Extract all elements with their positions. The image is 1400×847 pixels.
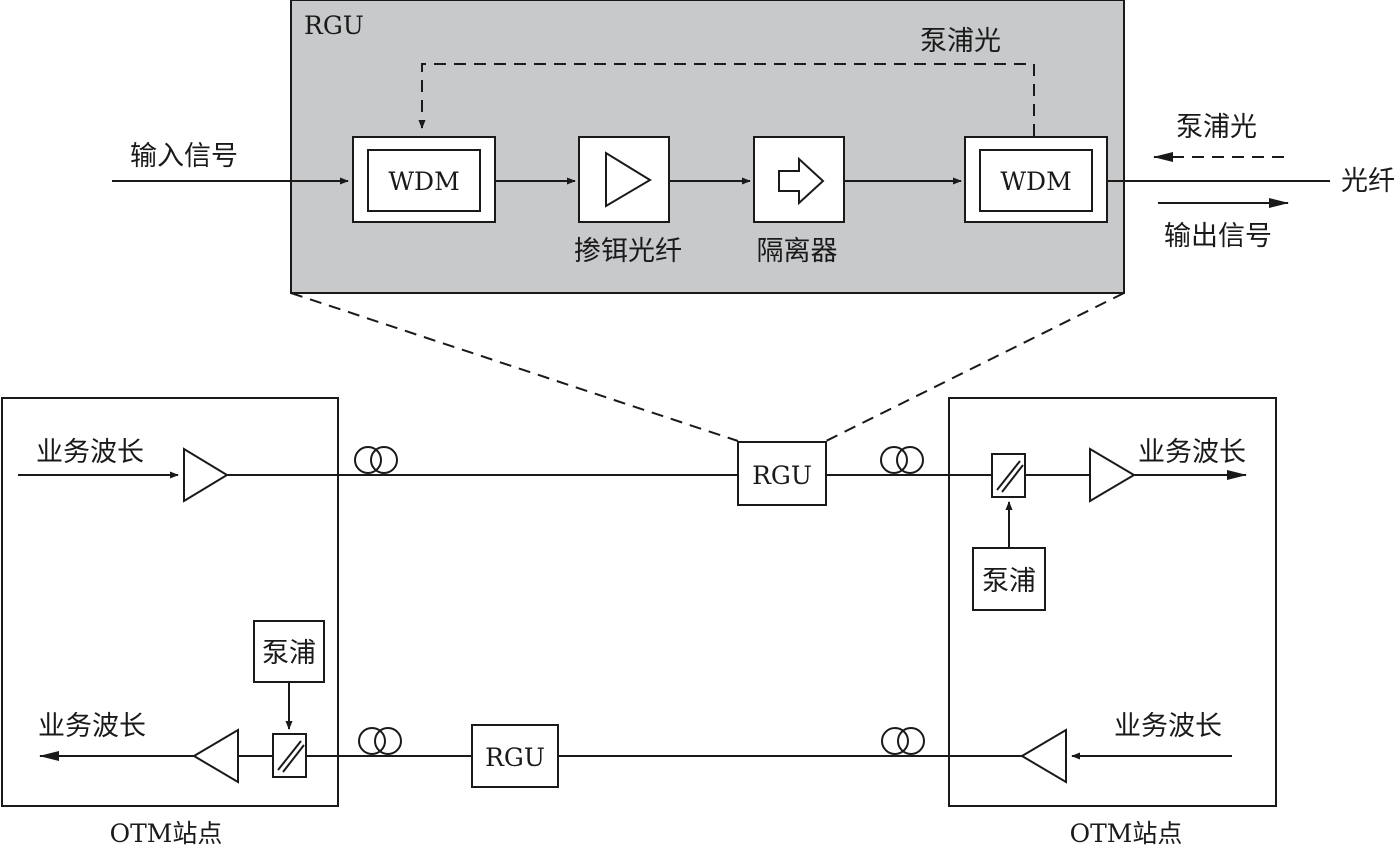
fiber-coil-icon <box>358 727 402 755</box>
fiber-coil-icon <box>354 446 398 474</box>
output-signal-label: 输出信号 <box>1164 221 1272 252</box>
wdm-right-label: WDM <box>1000 167 1071 196</box>
left-coupler-icon <box>272 733 307 778</box>
rgu-lower-label: RGU <box>485 743 545 772</box>
wdm-left-block: WDM <box>352 136 496 223</box>
rgu-panel-title: RGU <box>304 11 364 40</box>
isolator-arrow-icon <box>778 156 825 206</box>
rgu-detail-panel: RGU 泵浦光 输入信号 WDM 掺铒光纤 隔离器 <box>112 0 1395 294</box>
ext-pump-light-label: 泵浦光 <box>1176 112 1257 143</box>
right-service-wavelength-in-label: 业务波长 <box>1114 711 1222 742</box>
rgu-upper-box <box>737 441 827 506</box>
right-pump-label: 泵浦 <box>982 566 1036 597</box>
rgu-upper-label: RGU <box>752 461 812 490</box>
pump-light-label: 泵浦光 <box>920 26 1001 57</box>
input-signal-label: 输入信号 <box>130 141 238 172</box>
left-station-label: OTM站点 <box>110 819 223 847</box>
erbium-fiber-label: 掺铒光纤 <box>574 236 682 267</box>
erbium-fiber-block <box>578 136 670 223</box>
fiber-label: 光纤 <box>1341 166 1395 197</box>
right-service-wavelength-out-label: 业务波长 <box>1138 437 1246 468</box>
right-coupler-icon <box>991 453 1026 498</box>
right-pump-box <box>972 547 1046 611</box>
left-amplifier-icon <box>183 447 229 503</box>
right-station-label: OTM站点 <box>1070 819 1183 847</box>
left-service-wavelength-in-label: 业务波长 <box>36 437 144 468</box>
rgu-lower-box <box>471 724 559 788</box>
fiber-coil-icon <box>880 446 924 474</box>
zoom-line-left <box>290 292 739 442</box>
zoom-line-right <box>825 292 1125 442</box>
left-pump-label: 泵浦 <box>262 638 316 669</box>
wdm-right-block: WDM <box>964 136 1108 223</box>
wdm-left-label: WDM <box>388 167 459 196</box>
left-service-wavelength-out-label: 业务波长 <box>38 711 146 742</box>
isolator-label: 隔离器 <box>757 236 838 267</box>
isolator-block <box>753 136 845 223</box>
right-lower-amplifier-icon <box>1020 728 1067 784</box>
right-amplifier-icon <box>1089 447 1136 503</box>
fiber-coil-icon <box>881 727 925 755</box>
amplifier-triangle-icon <box>605 151 652 208</box>
left-lower-amplifier-icon <box>192 728 239 784</box>
left-pump-box <box>253 620 325 683</box>
right-otm-station: 业务波长 泵浦 业务波长 <box>948 397 1277 807</box>
left-otm-station: 业务波长 泵浦 业务波长 <box>1 397 339 807</box>
